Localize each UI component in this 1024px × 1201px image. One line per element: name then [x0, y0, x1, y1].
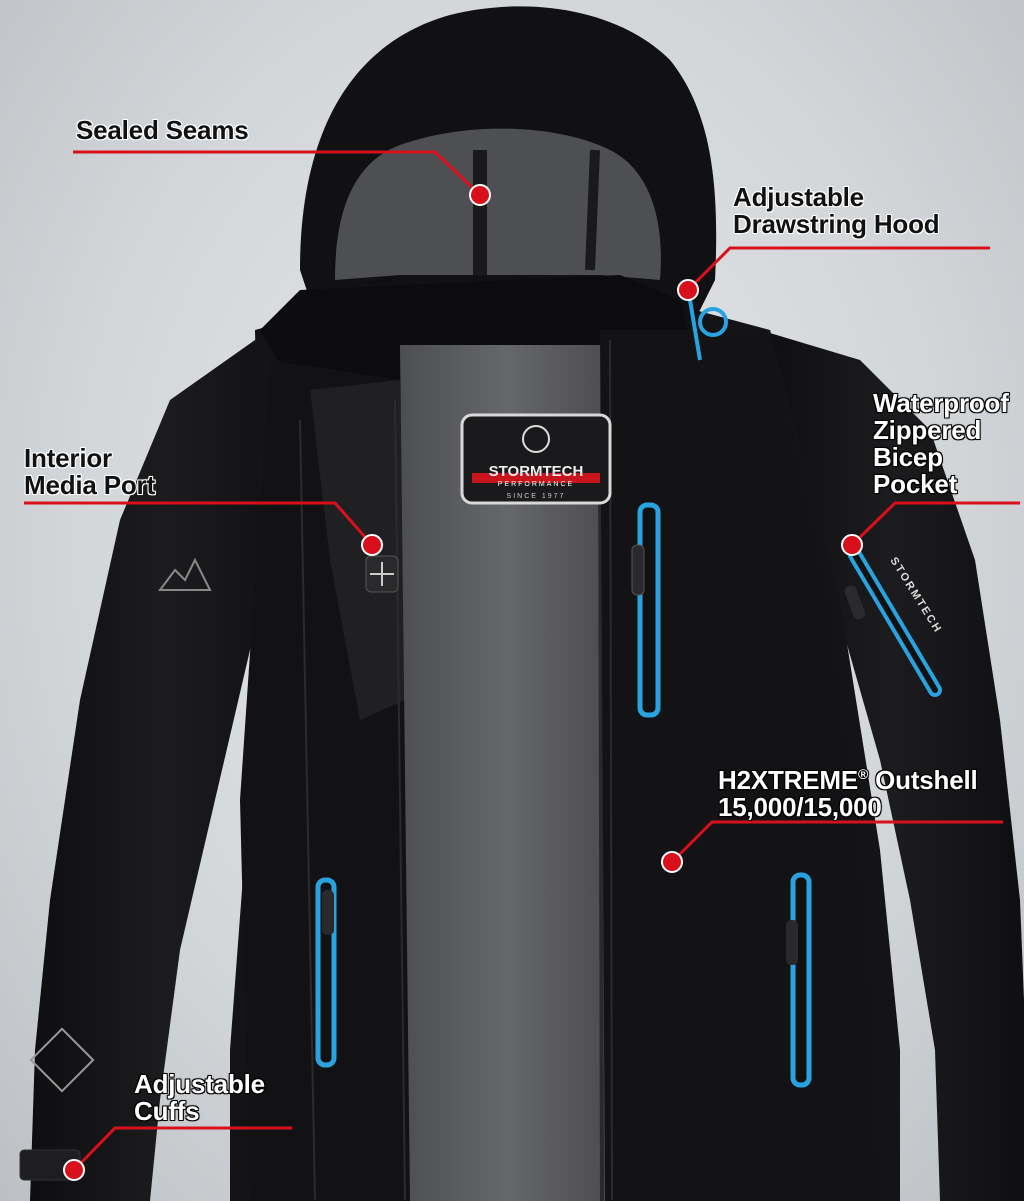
callout-dot-bicep [841, 534, 863, 556]
callout-dot-media [361, 534, 383, 556]
callout-dot-outshell [661, 851, 683, 873]
callout-bicep-line-2: Zippered [873, 415, 982, 445]
callout-hood-line-2: Drawstring Hood [733, 209, 940, 239]
callout-sealed-seams-line: Sealed Seams [76, 115, 249, 145]
callout-hood-line-1: Adjustable [733, 182, 864, 212]
callout-outshell-line-2: 15,000/15,000 [718, 792, 882, 822]
callout-outshell: H2XTREME® Outshell 15,000/15,000 [718, 761, 978, 821]
callout-dot-cuffs [63, 1159, 85, 1181]
callout-bicep-line-3: Bicep [873, 442, 943, 472]
hood-inner [335, 128, 661, 280]
h2x-badge-icon [29, 1027, 95, 1093]
lower-right-zipper [790, 872, 812, 1088]
callout-line-hood [686, 246, 990, 292]
left-sleeve-logo [158, 557, 212, 591]
outshell-registered-mark: ® [857, 766, 869, 782]
callout-bicep-line-4: Pocket [873, 469, 958, 499]
stormtech-badge [460, 413, 612, 505]
callout-media-port: Interior Media Port [24, 445, 155, 499]
callout-lines [24, 150, 1020, 1172]
left-sleeve [30, 340, 300, 1201]
callout-media-line-2: Media Port [24, 470, 155, 500]
callout-bicep-line-1: Waterproof [873, 388, 1009, 418]
callout-line-cuffs [72, 1126, 292, 1172]
badge-brand: STORMTECH [489, 463, 584, 480]
callout-bicep-pocket: Waterproof Zippered Bicep Pocket [873, 390, 1009, 498]
lining [400, 345, 615, 1201]
badge-since: SINCE 1977 [507, 493, 566, 500]
chest-zipper-pull [631, 544, 645, 596]
callout-media-line-1: Interior [24, 443, 112, 473]
outshell-brand: H2XTREME [718, 765, 858, 795]
left-inner-flap [310, 380, 405, 720]
outshell-rest: Outshell [868, 765, 978, 795]
callout-cuffs-line-1: Adjustable [134, 1069, 265, 1099]
bicep-zipper-pull [844, 585, 866, 620]
callout-drawstring-hood: Adjustable Drawstring Hood [733, 182, 940, 239]
callout-sealed-seams: Sealed Seams [76, 117, 249, 144]
callout-line-media [24, 501, 374, 546]
drawstring-toggle [698, 307, 728, 337]
callout-cuffs: Adjustable Cuffs [134, 1071, 265, 1125]
badge-sub: PERFORMANCE [498, 481, 574, 488]
callout-outshell-line-1: H2XTREME® Outshell [718, 761, 978, 794]
callout-line-seams [73, 150, 482, 197]
callout-dot-hood [677, 279, 699, 301]
chest-zipper [637, 502, 661, 718]
lower-right-zipper-pull [786, 920, 798, 965]
lower-left-zipper-pull [322, 890, 334, 935]
callout-line-bicep [850, 501, 1020, 547]
callout-dot-seams [469, 184, 491, 206]
callout-dots [63, 184, 863, 1181]
callout-line-outshell [670, 820, 1003, 864]
callout-cuffs-line-2: Cuffs [134, 1096, 200, 1126]
